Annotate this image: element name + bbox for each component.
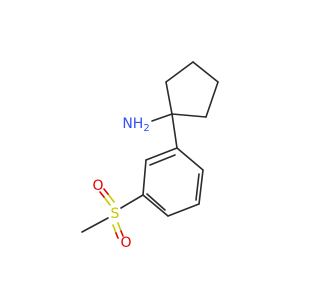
oxygen-top-label: O xyxy=(92,178,103,194)
bond-benzene-a5-a6 xyxy=(142,159,147,196)
amine-label-text: NH xyxy=(122,116,143,132)
bond-benzene-a1-a2 xyxy=(176,147,204,171)
bond-benzene-a6-a1 xyxy=(145,147,178,161)
oxygen-bottom-label: O xyxy=(120,235,131,251)
bond-cyclopentane-c1-c2 xyxy=(165,81,173,115)
bond-cyclopentane-c3-c4 xyxy=(192,61,219,83)
bond-benzene-inner-3 xyxy=(149,154,176,166)
bond-cyclopentane-c2-c3 xyxy=(165,61,194,83)
bond-benzene-a4-a5 xyxy=(142,194,169,217)
benzene-ring xyxy=(142,147,204,217)
amine-label: NH2 xyxy=(122,116,149,134)
bond-sulfur-methyl xyxy=(81,217,109,233)
bond-benzene-inner-2 xyxy=(146,193,166,211)
cyclopentane-ring xyxy=(165,61,219,118)
sulfur-label: S xyxy=(111,206,120,222)
bond-benzene-a3-a4 xyxy=(167,203,200,217)
bond-c1-aromatic xyxy=(171,113,178,149)
bond-cyclopentane-c5-c1 xyxy=(171,113,207,118)
bond-aromatic-sulfur xyxy=(120,194,144,209)
sulfonyl-double-bond-top xyxy=(99,188,115,206)
bond-cyclopentane-c4-c5 xyxy=(205,81,219,118)
amine-label-subscript: 2 xyxy=(143,123,149,134)
bond-benzene-a2-a3 xyxy=(198,169,204,205)
molecule-structure: NH2 S O O xyxy=(81,61,219,251)
bond-benzene-inner-1 xyxy=(195,173,200,201)
sulfonyl-double-bond-bottom xyxy=(112,222,124,239)
bond-c1-amine xyxy=(151,113,173,122)
